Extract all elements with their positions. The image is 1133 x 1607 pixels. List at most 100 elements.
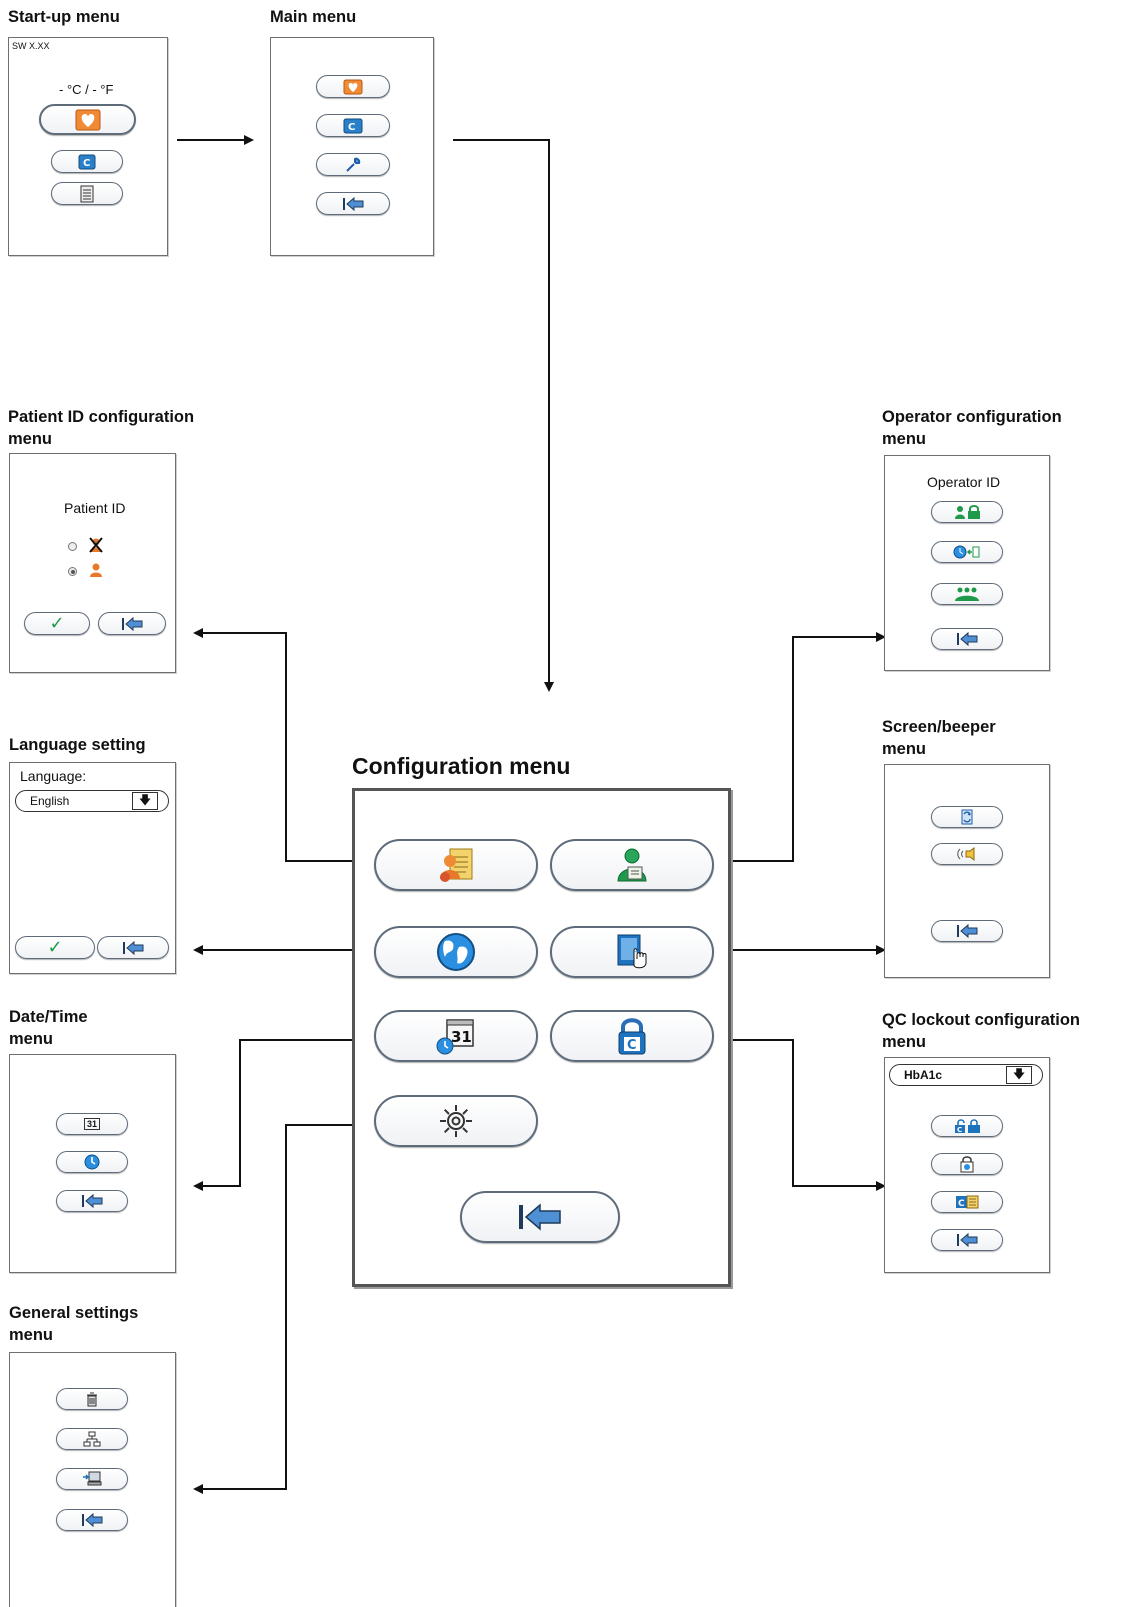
qc-list-button[interactable]: C	[931, 1191, 1003, 1213]
patient-test-icon	[343, 79, 363, 94]
beeper-button[interactable]	[931, 843, 1003, 865]
qc-lockout-title-l2: menu	[882, 1033, 927, 1051]
language-globe-icon	[437, 933, 475, 971]
trash-icon	[87, 1392, 97, 1407]
operator-config-title: Operator configuration	[882, 408, 1062, 426]
data-transfer-button[interactable]	[56, 1468, 128, 1490]
patient-id-config-button[interactable]	[374, 839, 538, 891]
arrow-to-patient	[193, 628, 370, 862]
general-settings-button[interactable]	[374, 1095, 538, 1147]
configuration-menu-panel: 31 C	[352, 788, 731, 1287]
svg-text:C: C	[348, 122, 355, 133]
operator-config-title-l2: menu	[882, 430, 927, 448]
screen-rotate-button[interactable]	[931, 806, 1003, 828]
svg-text:C: C	[627, 1038, 637, 1053]
qc-lockout-button[interactable]: C	[550, 1010, 714, 1062]
network-icon	[83, 1431, 101, 1447]
svg-text:31: 31	[451, 1028, 472, 1046]
screen-touch-icon	[617, 934, 647, 969]
general-settings-title: General settings	[9, 1304, 139, 1322]
memory-button[interactable]	[51, 182, 123, 205]
temperature-readout: - °C / - °F	[59, 82, 114, 97]
arrow-to-datetime	[193, 1039, 370, 1191]
arrow-to-general	[193, 1124, 370, 1494]
control-test-button[interactable]: C	[51, 150, 123, 173]
qc-timer-lock-icon	[960, 1156, 974, 1173]
radio-patient-id[interactable]	[68, 567, 77, 576]
operator-list-icon	[955, 587, 979, 601]
qc-lockout-toggle-button[interactable]: C	[931, 1115, 1003, 1137]
main-menu-title: Main menu	[270, 8, 357, 26]
software-version: SW X.XX	[12, 41, 50, 51]
language-button[interactable]	[374, 926, 538, 978]
back-button[interactable]	[97, 936, 169, 959]
back-button[interactable]	[316, 192, 390, 215]
arrow-to-operator	[716, 632, 886, 862]
qc-lock-icon: C	[618, 1018, 646, 1055]
startup-menu-title: Start-up menu	[8, 8, 120, 26]
language-dropdown[interactable]: English 🡇	[15, 790, 169, 812]
date-time-icon: 31	[436, 1019, 474, 1055]
operator-timeout-button[interactable]	[931, 541, 1003, 563]
qc-timer-lock-button[interactable]	[931, 1153, 1003, 1175]
operator-config-button[interactable]	[550, 839, 714, 891]
arrow-main-to-config	[453, 139, 554, 692]
back-button[interactable]	[931, 628, 1003, 650]
patient-test-button[interactable]	[316, 75, 390, 98]
language-dropdown-value: English	[30, 794, 70, 808]
back-icon	[122, 616, 143, 631]
startup-menu-panel: SW X.XX - °C / - °F C	[8, 37, 168, 256]
arrow-to-qc	[716, 1039, 886, 1191]
back-button[interactable]	[931, 1229, 1003, 1251]
back-button[interactable]	[56, 1509, 128, 1531]
screen-rotate-icon	[961, 809, 973, 825]
control-test-icon: C	[343, 118, 363, 133]
operator-lock-button[interactable]	[931, 501, 1003, 523]
control-test-button[interactable]: C	[316, 114, 390, 137]
patient-config-icon	[440, 848, 473, 882]
clock-button[interactable]	[56, 1151, 128, 1173]
calendar-icon: 31	[83, 1118, 100, 1130]
screen-beeper-button[interactable]	[550, 926, 714, 978]
patient-test-icon	[75, 109, 100, 130]
datetime-title: Date/Time	[9, 1008, 88, 1026]
back-button[interactable]	[98, 612, 166, 635]
confirm-button[interactable]: ✓	[24, 612, 90, 635]
delete-button[interactable]	[56, 1388, 128, 1410]
back-button[interactable]	[56, 1190, 128, 1212]
back-icon	[519, 1203, 561, 1231]
calendar-button[interactable]: 31	[56, 1113, 128, 1135]
dropdown-arrow-icon: 🡇	[132, 792, 158, 810]
back-icon	[957, 631, 978, 647]
radio-no-patient-id[interactable]	[68, 542, 77, 551]
back-button[interactable]	[931, 920, 1003, 942]
network-button[interactable]	[56, 1428, 128, 1450]
dropdown-arrow-icon: 🡇	[1006, 1066, 1032, 1084]
operator-id-label: Operator ID	[927, 474, 1001, 490]
memory-icon	[80, 185, 94, 202]
settings-gear-icon	[440, 1105, 472, 1137]
patient-id-icon	[90, 563, 102, 577]
datetime-panel: 31	[9, 1054, 176, 1273]
operator-lock-icon	[955, 505, 980, 519]
confirm-icon: ✓	[49, 613, 65, 633]
qc-test-dropdown-value: HbA1c	[904, 1068, 943, 1082]
svg-text:C: C	[957, 1126, 962, 1134]
general-settings-title-l2: menu	[9, 1326, 54, 1344]
beeper-icon	[957, 847, 975, 861]
date-time-button[interactable]: 31	[374, 1010, 538, 1062]
setup-button[interactable]	[316, 153, 390, 176]
patient-id-label: Patient ID	[64, 500, 126, 516]
operator-list-button[interactable]	[931, 583, 1003, 605]
confirm-button[interactable]: ✓	[15, 936, 95, 959]
back-button[interactable]	[460, 1191, 620, 1243]
qc-test-dropdown[interactable]: HbA1c 🡇	[889, 1064, 1043, 1086]
patient-test-button[interactable]	[39, 104, 136, 135]
no-patient-id-icon	[89, 537, 103, 553]
patient-config-title-l2: menu	[8, 430, 53, 448]
qc-lockout-panel: HbA1c 🡇 C C	[884, 1057, 1050, 1273]
qc-list-icon: C	[956, 1195, 979, 1209]
language-setting-title: Language setting	[9, 736, 146, 754]
control-test-icon: C	[78, 154, 96, 169]
